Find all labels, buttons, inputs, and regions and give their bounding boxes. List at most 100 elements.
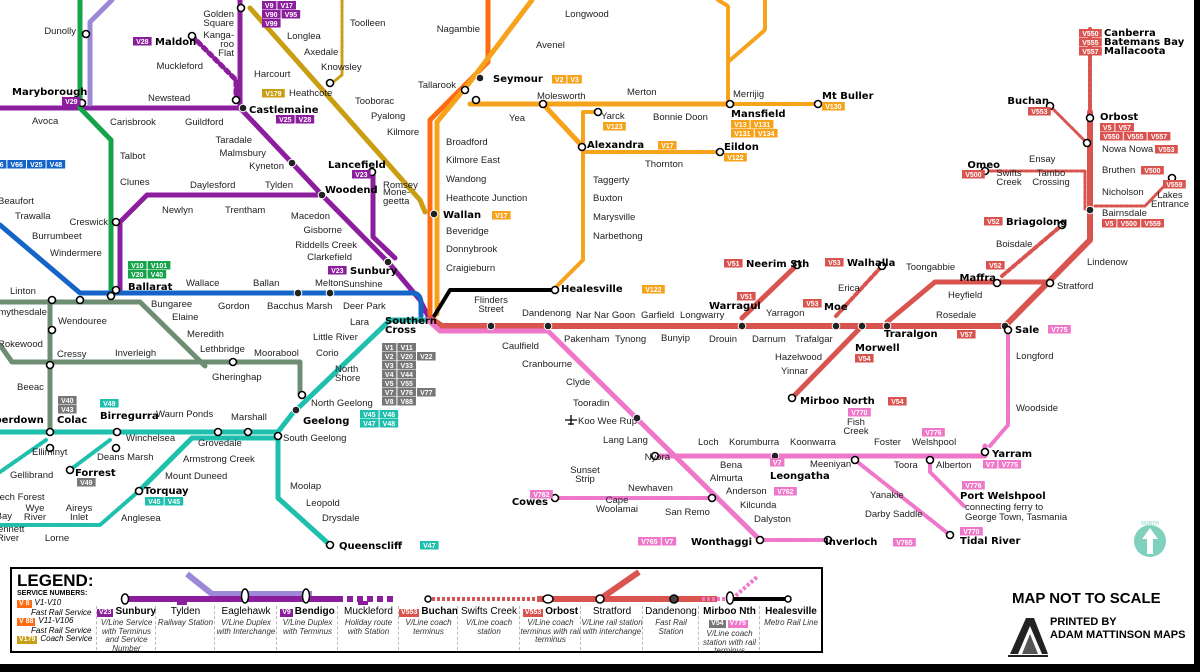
station-marker — [475, 73, 485, 83]
station-label-maldon: Maldon — [155, 37, 196, 48]
station-label-anderson: Anderson — [726, 486, 767, 497]
service-number: V45 — [363, 412, 376, 419]
service-number: V54 — [858, 356, 871, 363]
station-label-gordon: Gordon — [218, 301, 250, 312]
line-dunolly — [87, 0, 115, 107]
service-number: V23 — [355, 172, 368, 179]
station-marker — [106, 291, 116, 301]
service-badge-yarck: V123 — [603, 122, 626, 131]
legend-service-range: Coach Service — [40, 634, 93, 643]
station-label-newstead: Newstead — [148, 93, 190, 104]
station-marker — [187, 31, 197, 41]
station-label-toolleen: Toolleen — [350, 18, 385, 29]
service-number: V500 — [1144, 168, 1160, 175]
service-number: V55 — [400, 381, 413, 388]
station-label-bairnsdale: Bairnsdale — [1102, 208, 1147, 219]
service-number: V770 — [963, 529, 979, 536]
service-number: V134 — [758, 131, 774, 138]
service-number: V40 — [151, 272, 164, 279]
service-number: V51 — [727, 261, 740, 268]
station-label-geelong: Geelong — [303, 416, 349, 427]
station-marker — [737, 321, 747, 331]
service-badge-maldon: V28 — [133, 37, 152, 46]
line-walhalla — [834, 264, 884, 318]
service-number: V776 — [965, 483, 981, 490]
service-number: V66 — [10, 162, 23, 169]
station-label-inverleigh: Inverleigh — [115, 348, 156, 359]
station-label-neerimSth: Neerim Sth — [746, 259, 809, 270]
station-marker — [823, 535, 833, 545]
service-badge-birregurra: V49 — [100, 399, 119, 408]
legend-item-description: V/Line Duplex with Interchange — [216, 618, 276, 636]
line-mansfield-north-coach — [716, 0, 767, 102]
station-marker — [1085, 205, 1095, 215]
line-forrest — [68, 438, 112, 472]
station-marker — [45, 443, 55, 453]
service-number: V25 — [279, 117, 292, 124]
station-marker — [75, 295, 85, 305]
station-label-trawalla: Trawalla — [15, 211, 51, 222]
station-label-stratford: Stratford — [1057, 281, 1093, 292]
station-label-littleRiver: Little River — [313, 332, 358, 343]
service-number: V46 — [383, 412, 396, 419]
legend-service-type: Fast Rail Service — [31, 608, 92, 617]
station-marker — [992, 278, 1002, 288]
service-number: V13 — [734, 122, 747, 129]
station-label-kyneton: Kyneton — [249, 161, 284, 172]
service-badge-maffra: V52 — [986, 261, 1005, 270]
station-marker — [471, 95, 481, 105]
service-number: V765 — [896, 540, 912, 547]
station-label-foster: Foster — [874, 437, 901, 448]
station-marker — [429, 209, 439, 219]
service-number: V6 — [0, 162, 4, 169]
station-label-lara: Lara — [350, 317, 370, 328]
station-label-narbethong: Narbethong — [593, 231, 643, 242]
station-label-melton: Melton — [315, 278, 344, 289]
legend-item-name: Swifts Creek — [458, 606, 520, 617]
service-number: V130 — [825, 104, 841, 111]
service-number: V43 — [61, 407, 74, 414]
service-number: V45 — [148, 499, 161, 506]
legend-item-badge: V553 — [522, 609, 544, 617]
service-number: V49 — [80, 480, 93, 487]
legend-item-label: Orbost — [545, 606, 579, 617]
station-label-heathcoteJunction: Heathcote Junction — [446, 193, 527, 204]
station-label-waurnPonds: Waurn Ponds — [156, 409, 213, 420]
station-label-wallace: Wallace — [186, 278, 219, 289]
station-label-queenscliff: Queenscliff — [339, 541, 403, 552]
service-badge-wallan: V17 — [492, 211, 511, 220]
station-label-mtBuller: Mt Buller — [822, 91, 874, 102]
station-label-newhaven: Newhaven — [628, 483, 673, 494]
station-label-longwood: Longwood — [565, 9, 609, 20]
station-marker — [111, 285, 121, 295]
service-number: V5 — [1103, 125, 1112, 132]
station-label-ballarat: Ballarat — [128, 282, 173, 293]
legend-item-name: Muckleford — [338, 606, 399, 617]
legend-item-name: Mirboo Nth — [699, 606, 760, 617]
legend-item-description: V/Line coach terminus with rail terminus — [520, 618, 581, 644]
station-label-molesworth: Molesworth — [537, 91, 586, 102]
service-badge-lancefield: V23 — [352, 170, 371, 179]
station-marker — [707, 493, 717, 503]
service-number: V7 — [665, 539, 674, 546]
station-marker — [925, 455, 935, 465]
station-label-beveridge: Beveridge — [446, 226, 489, 237]
line-elliminyt — [0, 438, 48, 474]
station-label-moolap: Moolap — [290, 481, 321, 492]
legend-title: LEGEND: — [17, 571, 94, 590]
